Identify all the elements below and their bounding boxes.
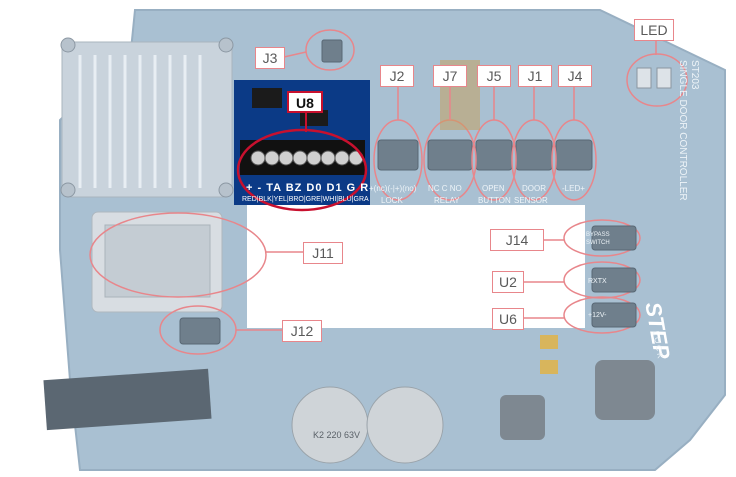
- capacitor: [366, 386, 444, 464]
- callout-j12: J12: [282, 320, 322, 342]
- inductor: [595, 360, 655, 420]
- rxtx-label: RXTX: [588, 278, 607, 285]
- fuse: [540, 335, 558, 349]
- open-label: OPEN: [482, 184, 505, 193]
- j12-terminal: [179, 317, 221, 345]
- product-label: SINGLE DOOR CONTROLLER: [677, 60, 688, 201]
- callout-j5: J5: [477, 65, 511, 87]
- callout-j7: J7: [433, 65, 467, 87]
- j5-terminal: [475, 139, 513, 171]
- screw-icon: [218, 37, 234, 53]
- u8-wire-colors: RED|BLK|YEL|BRO|GRE|WHI|BLU|GRA: [242, 196, 369, 203]
- u8-callout-ellipse: [236, 128, 368, 212]
- callout-j4: J4: [558, 65, 592, 87]
- u6-terminal: [591, 302, 637, 328]
- heatsink: [61, 41, 233, 198]
- callout-u2: U2: [492, 271, 524, 293]
- led-icon: [636, 67, 652, 89]
- led-icon: [656, 67, 672, 89]
- screw-icon: [218, 182, 234, 198]
- callout-j2: J2: [380, 65, 414, 87]
- switch-label: SWITCH: [586, 240, 610, 246]
- u2-terminal: [591, 267, 637, 293]
- screw-icon: [60, 182, 76, 198]
- relay-label: RELAY: [434, 196, 460, 205]
- button-label: BUTTON: [478, 196, 511, 205]
- callout-u8: U8: [287, 91, 323, 113]
- inductor: [500, 395, 545, 440]
- v12-label: +12V-: [588, 312, 607, 319]
- callout-j14: J14: [490, 229, 544, 251]
- lock-label: LOCK: [381, 196, 403, 205]
- j14-terminal: [591, 225, 637, 251]
- screw-icon: [60, 37, 76, 53]
- capacitor-marking: K2 220 63V: [313, 430, 361, 440]
- j7-terminal: [427, 139, 473, 171]
- led-pin-labels: -LED+: [562, 184, 585, 193]
- fuse: [540, 360, 558, 374]
- relay-pin-labels: NC C NO: [428, 184, 462, 193]
- edge-module: [43, 368, 212, 431]
- model-label: ST203: [689, 60, 700, 90]
- bypass-label: BYPASS: [586, 232, 610, 238]
- sensor-label: SENSOR: [514, 196, 548, 205]
- lock-pin-labels: +(nc)(-|+)(no): [369, 184, 417, 193]
- capacitor: [291, 386, 369, 464]
- callout-led: LED: [634, 19, 674, 41]
- j3-header: [321, 39, 343, 63]
- j2-terminal: [377, 139, 419, 171]
- j4-terminal: [555, 139, 593, 171]
- j1-terminal: [515, 139, 553, 171]
- callout-j3: J3: [255, 47, 285, 69]
- door-label: DOOR: [522, 184, 546, 193]
- callout-j1: J1: [518, 65, 552, 87]
- callout-j11: J11: [303, 242, 343, 264]
- u8-pin-labels: + - TA BZ D0 D1 G R: [246, 182, 370, 194]
- callout-u6: U6: [492, 308, 524, 330]
- board-cutout: [247, 205, 585, 328]
